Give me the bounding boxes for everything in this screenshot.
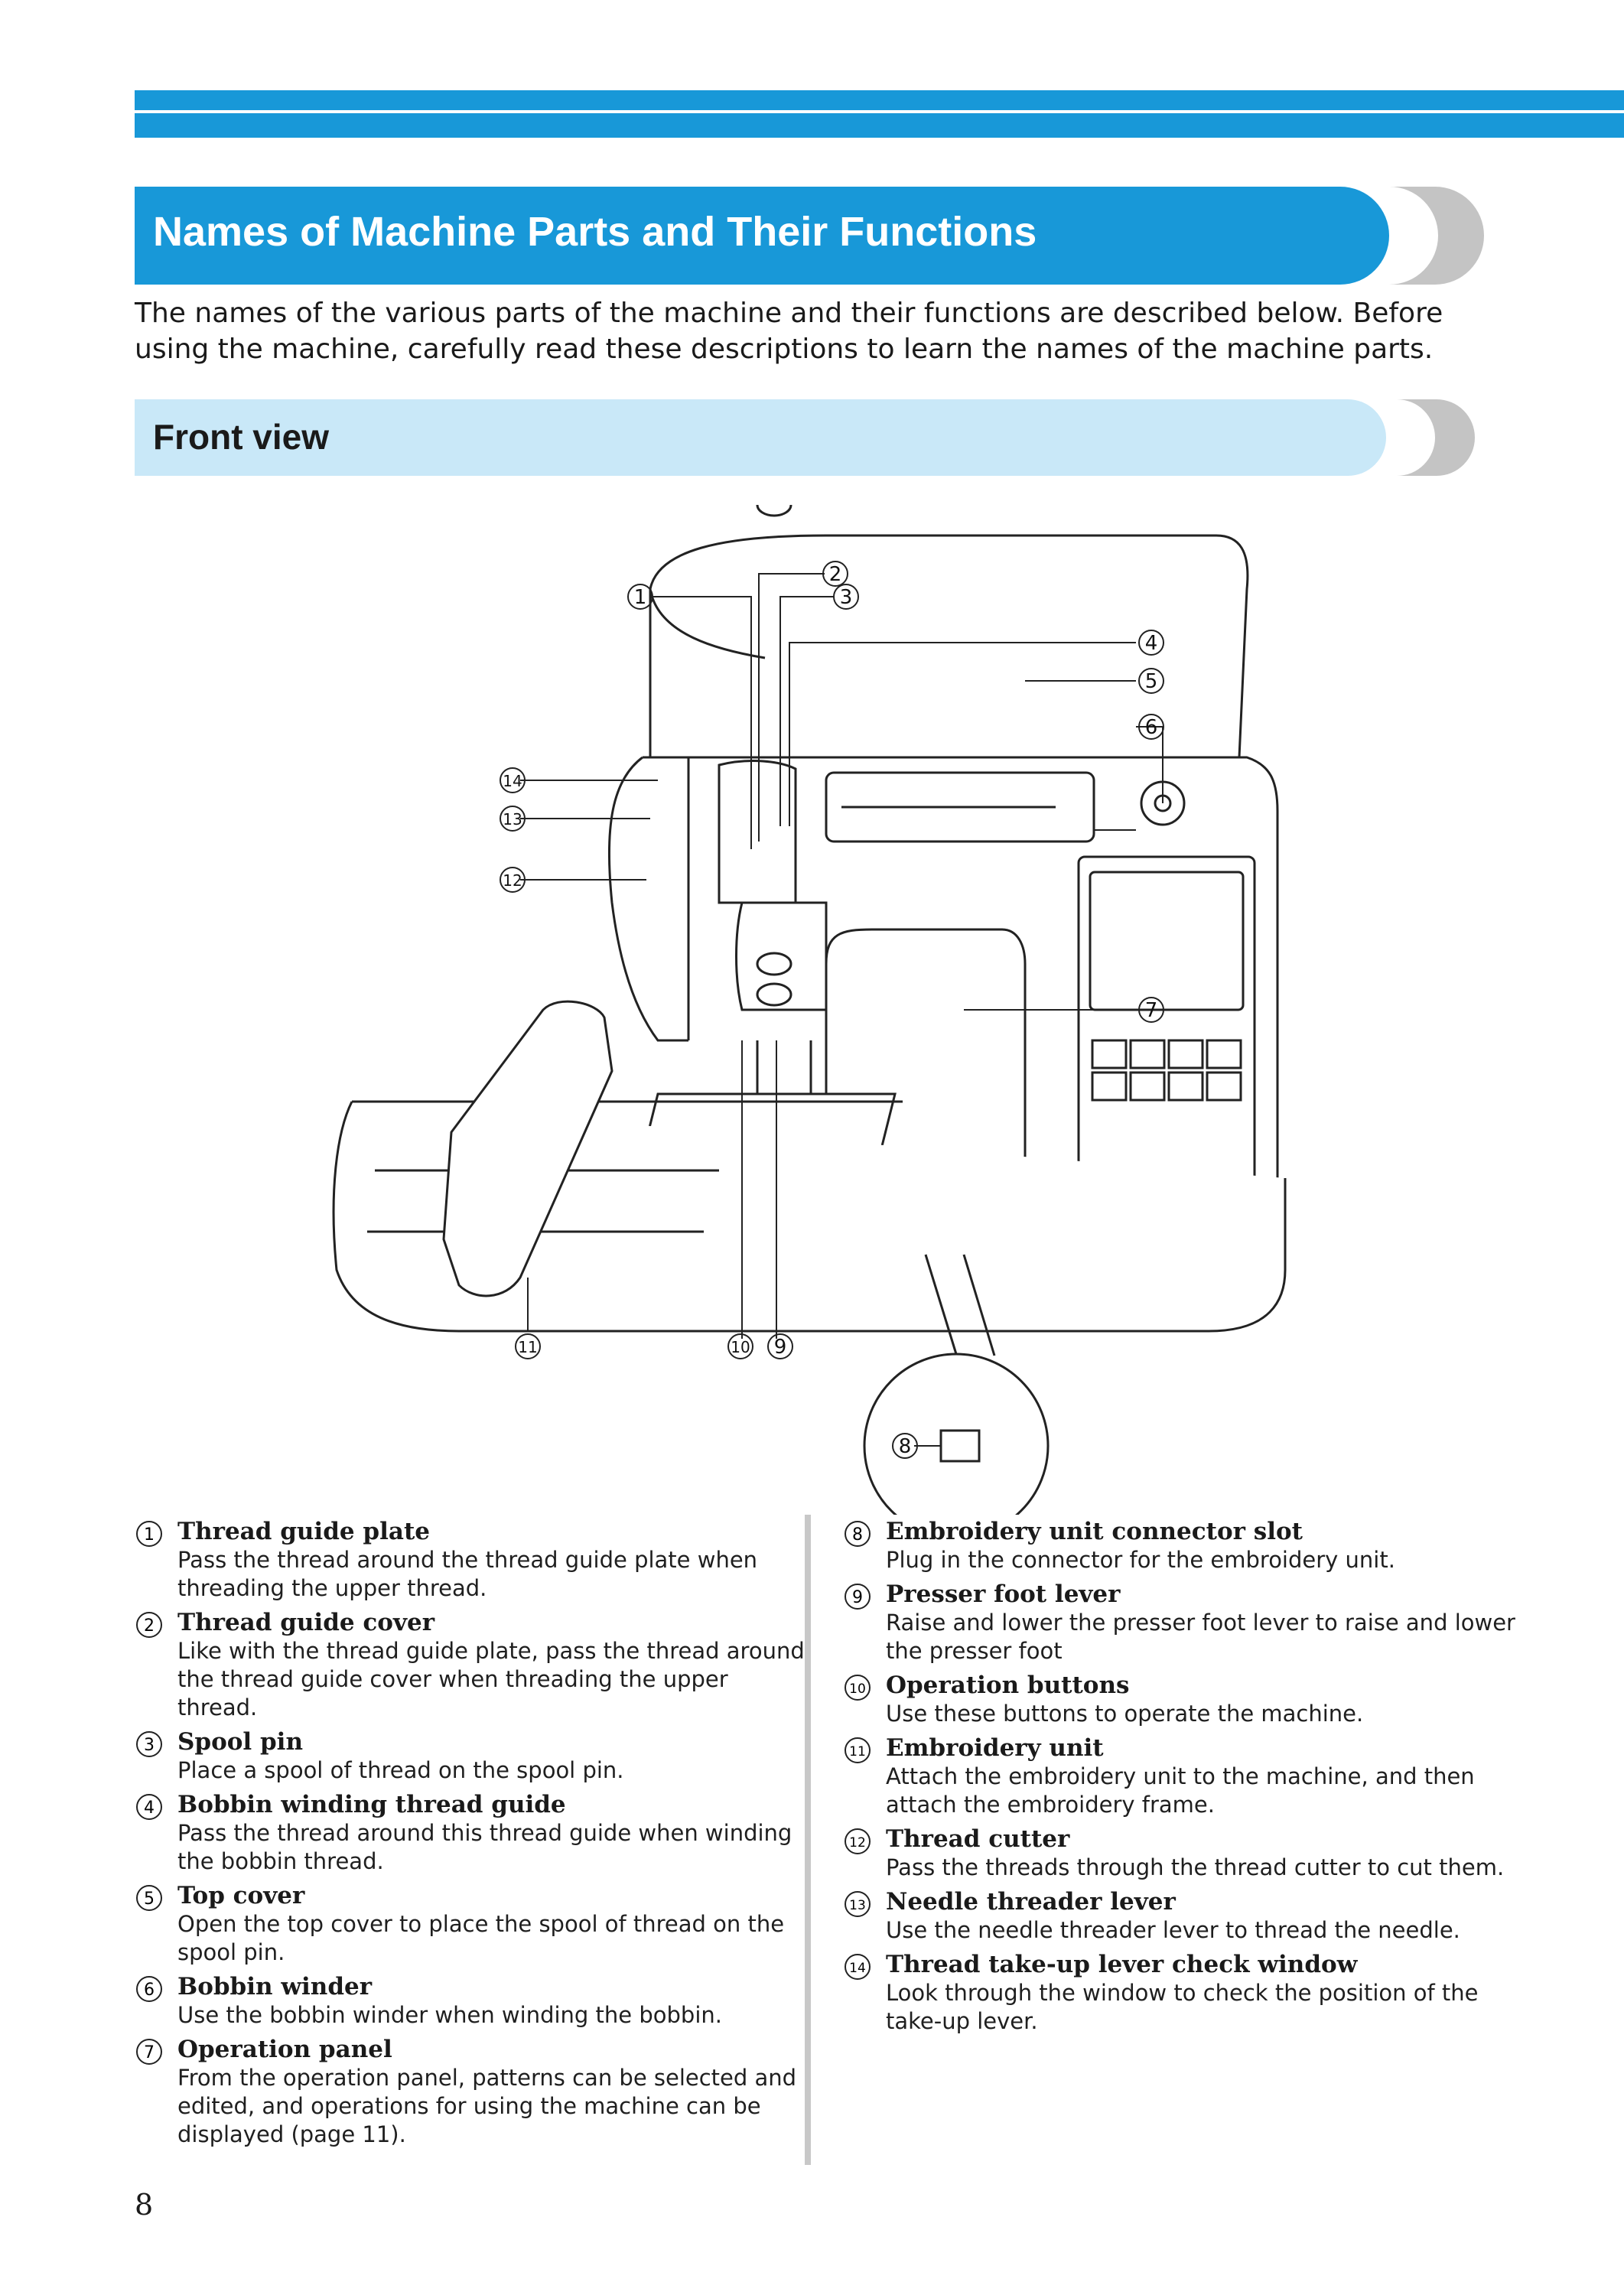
part-description: Open the top cover to place the spool of… [177,1911,785,1965]
list-item: 2 Thread guide cover Like with the threa… [135,1609,808,1722]
circled-number-icon: 2 [135,1610,164,1639]
part-description: Raise and lower the presser foot lever t… [886,1610,1515,1664]
part-title: Embroidery unit [886,1734,1104,1762]
svg-text:12: 12 [849,1835,866,1851]
circled-number-icon: 11 [843,1736,872,1765]
circled-number-icon: 13 [843,1890,872,1919]
svg-text:9: 9 [852,1588,863,1607]
svg-text:13: 13 [849,1898,866,1913]
part-description: Place a spool of thread on the spool pin… [177,1757,624,1783]
list-item: 1 Thread guide plate Pass the thread aro… [135,1518,808,1603]
part-description: Like with the thread guide plate, pass t… [177,1638,805,1720]
list-item: 12 Thread cutter Pass the threads throug… [843,1825,1516,1882]
circled-number-icon: 5 [135,1883,164,1912]
svg-text:7: 7 [144,2043,155,2062]
svg-text:6: 6 [1145,716,1158,739]
chevron-icon [1397,399,1475,476]
list-item: 14 Thread take-up lever check window Loo… [843,1951,1516,2036]
circled-number-icon: 12 [843,1827,872,1856]
svg-text:13: 13 [503,810,522,828]
part-description: Pass the thread around the thread guide … [177,1547,758,1601]
svg-text:4: 4 [1145,632,1158,655]
page-title: Names of Machine Parts and Their Functio… [153,209,1037,255]
svg-text:5: 5 [144,1890,155,1909]
circled-number-icon: 9 [843,1582,872,1611]
svg-text:9: 9 [774,1336,787,1359]
svg-text:8: 8 [852,1525,863,1545]
svg-text:2: 2 [144,1616,155,1636]
intro-text: The names of the various parts of the ma… [135,298,1443,365]
svg-text:2: 2 [829,563,842,586]
chevron-icon [1389,187,1484,285]
part-title: Embroidery unit connector slot [886,1518,1303,1545]
list-item: 10 Operation buttons Use these buttons t… [843,1672,1516,1728]
section-banner: Front view [135,399,1386,476]
svg-text:10: 10 [731,1338,750,1356]
list-item: 4 Bobbin winding thread guide Pass the t… [135,1791,808,1876]
circled-number-icon: 8 [843,1519,872,1548]
part-description: Pass the threads through the thread cutt… [886,1854,1505,1880]
svg-text:5: 5 [1145,670,1158,693]
part-description: Attach the embroidery unit to the machin… [886,1763,1475,1818]
part-description: Use the needle threader lever to thread … [886,1917,1460,1943]
list-item: 13 Needle threader lever Use the needle … [843,1888,1516,1945]
part-title: Operation panel [177,2036,392,2063]
parts-list-left: 1 Thread guide plate Pass the thread aro… [135,1518,808,2155]
svg-text:3: 3 [840,586,853,609]
part-title: Operation buttons [886,1672,1130,1699]
part-description: Look through the window to check the pos… [886,1980,1479,2034]
part-title: Needle threader lever [886,1888,1176,1916]
part-description: From the operation panel, patterns can b… [177,2065,797,2147]
svg-text:8: 8 [899,1435,912,1458]
part-title: Bobbin winding thread guide [177,1791,566,1818]
svg-text:1: 1 [144,1525,155,1545]
part-description: Plug in the connector for the embroidery… [886,1547,1395,1573]
svg-text:11: 11 [518,1338,537,1356]
list-item: 8 Embroidery unit connector slot Plug in… [843,1518,1516,1574]
list-item: 9 Presser foot lever Raise and lower the… [843,1580,1516,1665]
list-item: 5 Top cover Open the top cover to place … [135,1882,808,1967]
part-title: Spool pin [177,1728,303,1756]
header-band [135,90,1624,138]
part-title: Thread take-up lever check window [886,1951,1358,1978]
part-title: Thread guide cover [177,1609,435,1636]
page-number: 8 [135,2188,154,2222]
svg-text:6: 6 [144,1981,155,2000]
part-title: Thread cutter [886,1825,1070,1853]
svg-text:14: 14 [503,772,522,790]
svg-text:1: 1 [634,586,647,609]
circled-number-icon: 10 [843,1673,872,1702]
part-description: Use the bobbin winder when winding the b… [177,2002,722,2028]
svg-text:14: 14 [849,1961,866,1976]
part-title: Presser foot lever [886,1580,1121,1608]
list-item: 11 Embroidery unit Attach the embroidery… [843,1734,1516,1819]
svg-text:7: 7 [1145,999,1158,1022]
circled-number-icon: 14 [843,1952,872,1981]
svg-text:10: 10 [849,1681,866,1697]
svg-text:4: 4 [144,1799,155,1818]
part-title: Thread guide plate [177,1518,430,1545]
list-item: 6 Bobbin winder Use the bobbin winder wh… [135,1973,808,2030]
circled-number-icon: 4 [135,1792,164,1821]
machine-illustration: 1 2 3 4 5 6 7 8 9 10 11 12 13 14 [291,493,1362,1539]
svg-text:11: 11 [849,1744,866,1760]
svg-text:12: 12 [503,871,522,890]
list-item: 3 Spool pin Place a spool of thread on t… [135,1728,808,1785]
part-description: Use these buttons to operate the machine… [886,1701,1364,1727]
circled-number-icon: 3 [135,1730,164,1759]
title-banner: Names of Machine Parts and Their Functio… [135,187,1389,285]
part-title: Top cover [177,1882,305,1909]
list-item: 7 Operation panel From the operation pan… [135,2036,808,2149]
circled-number-icon: 7 [135,2037,164,2066]
column-divider [805,1515,811,2165]
svg-text:3: 3 [144,1736,155,1755]
section-title: Front view [153,417,330,457]
part-description: Pass the thread around this thread guide… [177,1820,792,1874]
parts-list-right: 8 Embroidery unit connector slot Plug in… [843,1518,1516,2042]
circled-number-icon: 6 [135,1974,164,2004]
part-title: Bobbin winder [177,1973,373,2000]
circled-number-icon: 1 [135,1519,164,1548]
